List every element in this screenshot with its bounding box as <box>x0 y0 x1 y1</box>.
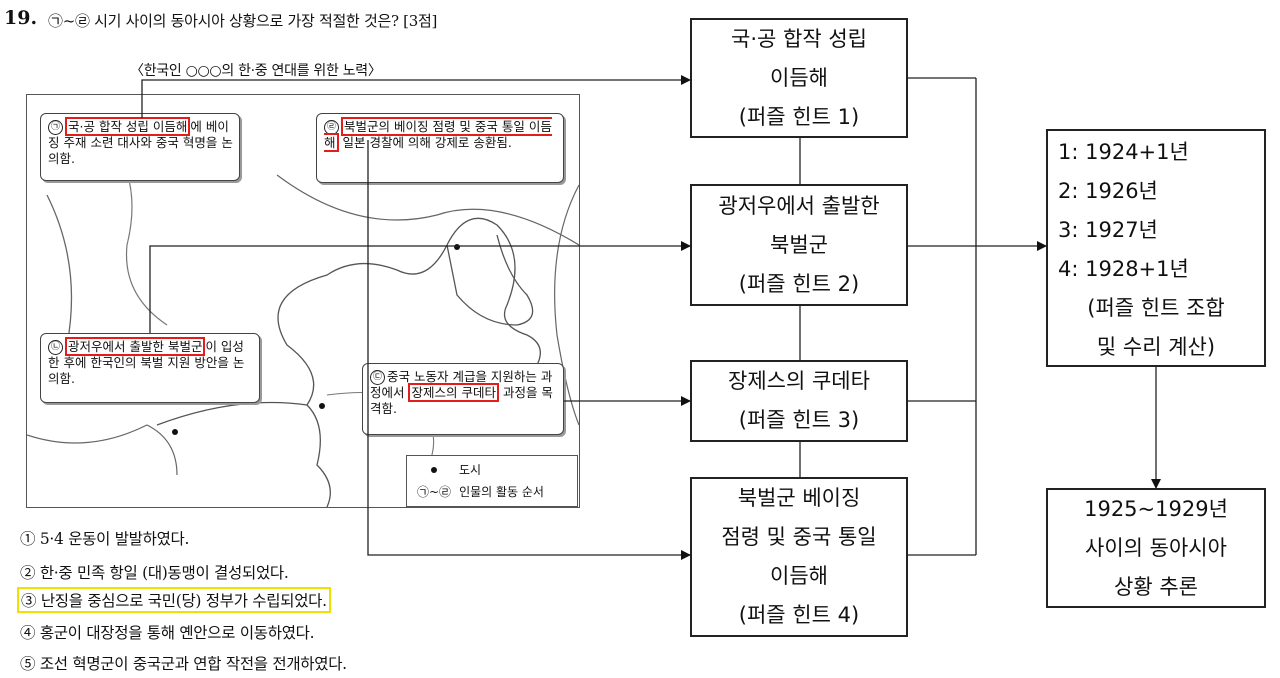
result-item-4: 4: 1928+1년 <box>1058 257 1189 281</box>
legend-city-label: 도시 <box>459 463 482 477</box>
conclusion-line-2: 사이의 동아시아 <box>1085 535 1227 560</box>
conclusion-box: 1925~1929년 사이의 동아시아 상황 추론 <box>1046 488 1266 608</box>
conclusion-line-1: 1925~1929년 <box>1084 496 1228 521</box>
marker-c: ㉢ <box>370 370 385 385</box>
callout-d-text: 일본 경찰에 의해 강제로 송환됨. <box>338 135 512 150</box>
legend-order-marker: ㉠~㉣ <box>417 485 452 499</box>
hint-3-line-1: 장제스의 쿠데타 <box>728 369 870 393</box>
hint-4-line-1: 북벌군 베이징 <box>737 486 861 510</box>
callout-c-highlight: 장제스의 쿠데타 <box>408 383 499 402</box>
hint-box-3: 장제스의 쿠데타 (퍼즐 힌트 3) <box>690 360 908 442</box>
hint-4-line-2: 점령 및 중국 통일 <box>721 525 877 549</box>
hint-1-line-3: (퍼즐 힌트 1) <box>738 104 860 129</box>
hint-box-4: 북벌군 베이징 점령 및 중국 통일 이듬해 (퍼즐 힌트 4) <box>690 477 908 637</box>
hint-3-line-2: (퍼즐 힌트 3) <box>738 408 860 432</box>
legend-city-row: 도시 <box>417 461 481 478</box>
hint-4-line-4: (퍼즐 힌트 4) <box>738 603 860 627</box>
marker-a: ㉠ <box>48 120 63 135</box>
city-dot-icon <box>431 467 437 473</box>
hint-box-2: 광저우에서 출발한 북벌군 (퍼즐 힌트 2) <box>690 184 908 306</box>
question-number: 19. <box>4 7 38 29</box>
callout-d-highlight: 북벌군의 베이징 점령 및 중국 통일 이듬해 <box>324 117 552 152</box>
callout-b-text: 이 입성한 후에 한국인의 북벌 지원 방안을 논의함. <box>48 339 245 386</box>
result-item-2: 2: 1926년 <box>1058 179 1158 203</box>
result-item-3: 3: 1927년 <box>1058 218 1158 242</box>
hint-2-line-1: 광저우에서 출발한 <box>718 193 880 218</box>
map-legend: 도시 ㉠~㉣ 인물의 활동 순서 <box>406 455 578 507</box>
option-3-selected[interactable]: ③ 난징을 중심으로 국민(당) 정부가 수립되었다. <box>17 587 331 613</box>
callout-a-text: 에 베이징 주재 소련 대사와 중국 혁명을 논의함. <box>48 119 233 166</box>
question-text: ㉠~㉣ 시기 사이의 동아시아 상황으로 가장 적절한 것은? [3점] <box>48 12 438 30</box>
result-note-1: (퍼즐 힌트 조합 <box>1087 296 1225 320</box>
hint-2-line-2: 북벌군 <box>770 232 828 257</box>
result-box: 1: 1924+1년 2: 1926년 3: 1927년 4: 1928+1년 … <box>1046 129 1266 367</box>
option-1[interactable]: ① 5·4 운동이 발발하였다. <box>20 530 190 548</box>
legend-order-row: ㉠~㉣ 인물의 활동 순서 <box>417 483 544 500</box>
result-note-2: 및 수리 계산) <box>1096 335 1216 359</box>
hint-1-line-1: 국·공 합작 성립 <box>731 26 867 51</box>
marker-b: ㉡ <box>48 340 63 355</box>
option-5[interactable]: ⑤ 조선 혁명군이 중국군과 연합 작전을 전개하였다. <box>20 655 347 673</box>
conclusion-line-3: 상황 추론 <box>1114 574 1198 599</box>
hint-1-line-2: 이듬해 <box>770 65 828 90</box>
hint-2-line-3: (퍼즐 힌트 2) <box>738 271 860 296</box>
callout-a-highlight: 국·공 합작 성립 이듬해 <box>65 117 191 136</box>
legend-order-label: 인물의 활동 순서 <box>459 485 544 499</box>
hint-4-line-3: 이듬해 <box>770 564 828 588</box>
option-4[interactable]: ④ 홍군이 대장정을 통해 옌안으로 이동하였다. <box>20 624 315 642</box>
map-caption: 〈한국인 ○○○의 한·중 연대를 위한 노력〉 <box>130 63 382 79</box>
option-2[interactable]: ② 한·중 민족 항일 (대)동맹이 결성되었다. <box>20 564 289 582</box>
hint-box-1: 국·공 합작 성립 이듬해 (퍼즐 힌트 1) <box>690 18 908 138</box>
result-item-1: 1: 1924+1년 <box>1058 140 1189 164</box>
callout-b-highlight: 광저우에서 출발한 북벌군 <box>65 337 206 356</box>
